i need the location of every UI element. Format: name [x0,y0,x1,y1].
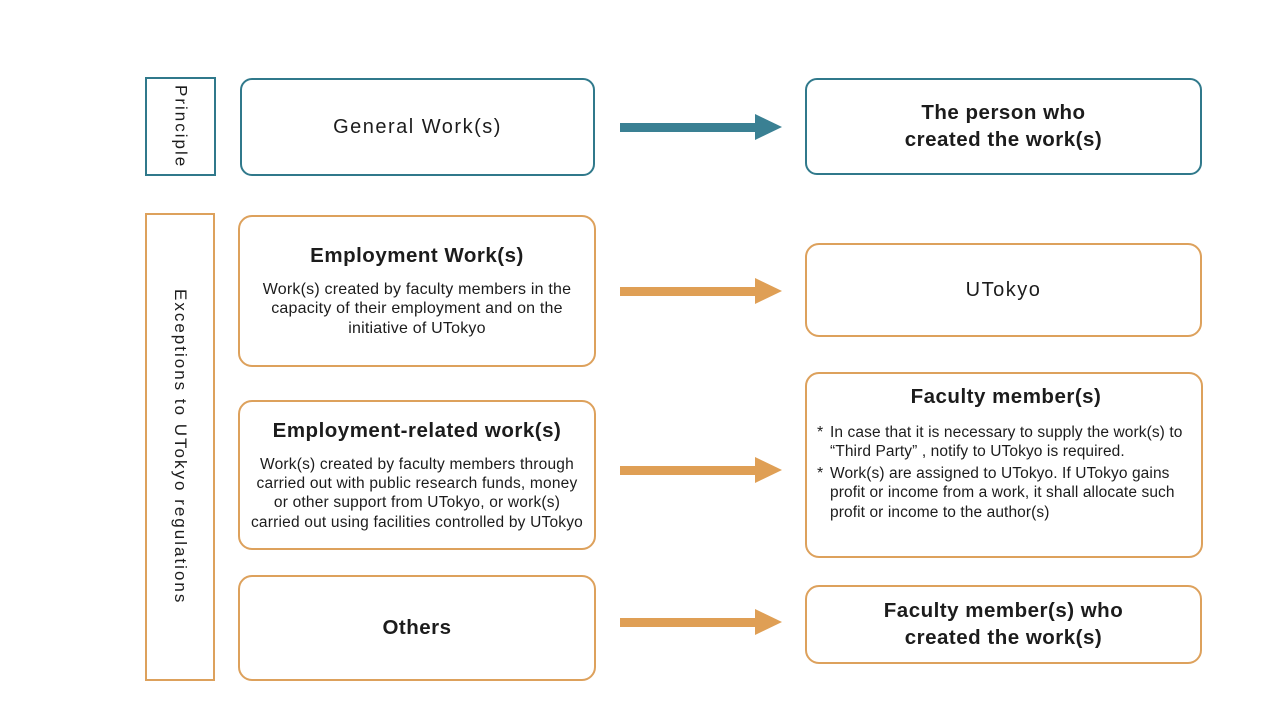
arrow-head [755,278,782,304]
note-item: * In case that it is necessary to supply… [817,423,1193,462]
person-who-created-box: The person who created the work(s) [805,78,1202,175]
arrow-head [755,609,782,635]
faculty-who-created-title: Faculty member(s) who created the work(s… [883,598,1124,649]
faculty-members-title: Faculty member(s) [910,385,1102,408]
asterisk-marker: * [817,464,824,482]
faculty-members-box: Faculty member(s) * In case that it is n… [805,372,1203,558]
employment-related-works-box: Employment-related work(s) Work(s) creat… [238,400,596,550]
note-text: In case that it is necessary to supply t… [830,423,1183,461]
arrow-shaft [620,617,755,627]
note-item: * Work(s) are assigned to UTokyo. If UTo… [817,464,1193,523]
arrow-general-to-creator-icon [620,114,782,140]
arrow-related-to-faculty-icon [620,457,782,483]
arrow-shaft [620,286,755,296]
employment-works-box: Employment Work(s) Work(s) created by fa… [238,215,596,367]
employment-works-description: Work(s) created by faculty members in th… [262,280,572,338]
employment-works-title: Employment Work(s) [310,243,524,267]
person-who-created-title: The person who created the work(s) [904,100,1103,151]
others-title: Others [382,615,452,639]
arrow-head [755,457,782,483]
arrow-head [755,114,782,140]
utokyo-title: UTokyo [965,278,1042,301]
utokyo-box: UTokyo [805,243,1202,337]
asterisk-marker: * [817,423,824,441]
employment-related-works-title: Employment-related work(s) [272,419,562,443]
exceptions-label: Exceptions to UTokyo regulations [171,289,190,605]
faculty-who-created-box: Faculty member(s) who created the work(s… [805,585,1202,664]
faculty-members-notes: * In case that it is necessary to supply… [817,423,1195,525]
arrow-shaft [620,122,755,132]
general-works-title: General Work(s) [333,115,502,138]
arrow-employment-to-utokyo-icon [620,278,782,304]
others-box: Others [238,575,596,681]
exceptions-category-box: Exceptions to UTokyo regulations [145,213,215,681]
principle-label: Principle [171,84,191,169]
principle-category-box: Principle [145,77,216,176]
arrow-others-to-faculty-icon [620,609,782,635]
arrow-shaft [620,465,755,475]
note-text: Work(s) are assigned to UTokyo. If UToky… [830,464,1175,521]
employment-related-works-description: Work(s) created by faculty members throu… [250,455,583,531]
general-works-box: General Work(s) [240,78,595,176]
